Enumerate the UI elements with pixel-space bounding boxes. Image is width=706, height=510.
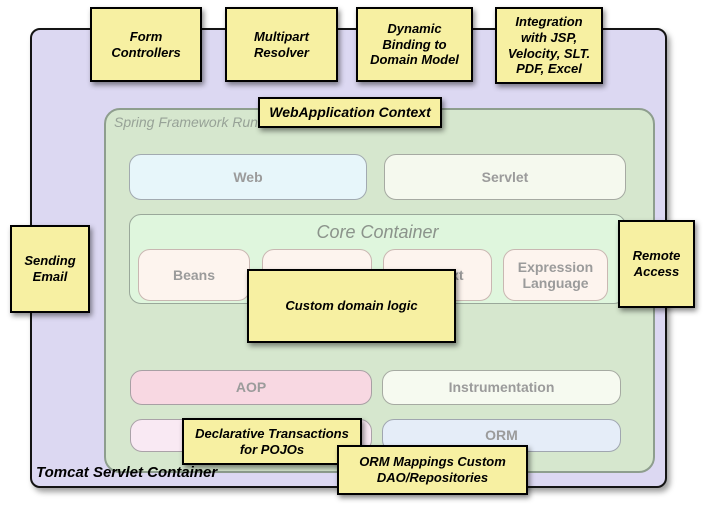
module-beans: Beans [138, 249, 250, 301]
note-sending-email: Sending Email [10, 225, 90, 313]
module-expression-language: Expression Language [503, 249, 608, 301]
note-orm-mappings: ORM Mappings Custom DAO/Repositories [337, 445, 528, 495]
note-custom-domain-logic: Custom domain logic [247, 269, 456, 343]
module-web: Web [129, 154, 367, 200]
note-multipart-resolver: Multipart Resolver [225, 7, 338, 82]
note-integration-views: Integration with JSP, Velocity, SLT. PDF… [495, 7, 603, 84]
note-form-controllers: Form Controllers [90, 7, 202, 82]
note-declarative-transactions: Declarative Transactions for POJOs [182, 418, 362, 465]
tomcat-container-label: Tomcat Servlet Container [36, 464, 218, 481]
core-container-title: Core Container [316, 222, 439, 242]
module-servlet: Servlet [384, 154, 626, 200]
note-dynamic-binding: Dynamic Binding to Domain Model [356, 7, 473, 82]
spring-framework-runtime: Spring Framework Runtime Web Servlet Cor… [104, 108, 655, 473]
module-aop: AOP [130, 370, 372, 405]
note-remote-access: Remote Access [618, 220, 695, 308]
module-instrumentation: Instrumentation [382, 370, 621, 405]
note-webapplication-context: WebApplication Context [258, 97, 442, 128]
spring-runtime-label: Spring Framework Runtime [114, 114, 285, 130]
